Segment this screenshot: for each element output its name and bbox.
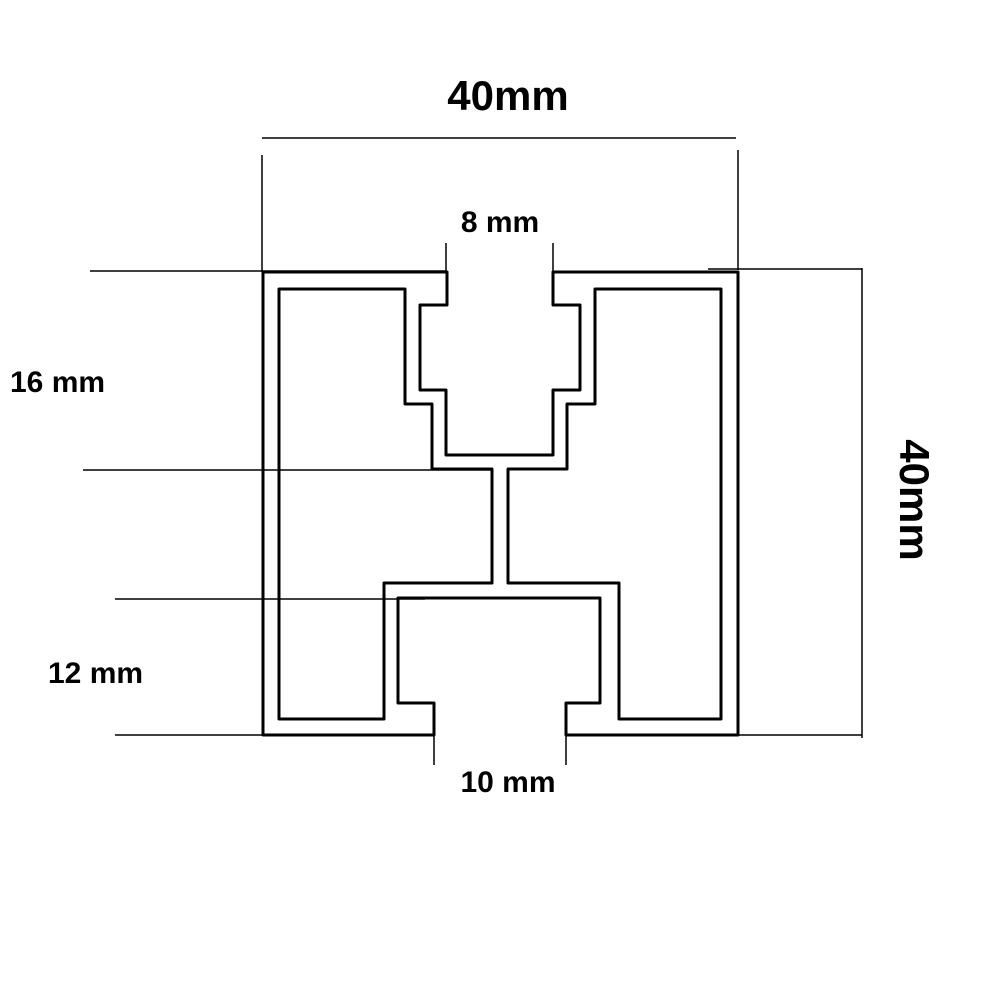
overall-width-label: 40mm (447, 72, 568, 119)
upper-section-height-label: 16 mm (10, 366, 105, 399)
top-slot-width-label: 8 mm (461, 206, 539, 239)
bottom-slot-width-label: 10 mm (460, 766, 555, 799)
profile-left-cavity (277, 287, 494, 721)
profile-outer-outline (261, 270, 740, 737)
profile-right-cavity (506, 287, 723, 721)
lower-section-height-label: 12 mm (48, 657, 143, 690)
overall-height-label: 40mm (891, 439, 938, 560)
